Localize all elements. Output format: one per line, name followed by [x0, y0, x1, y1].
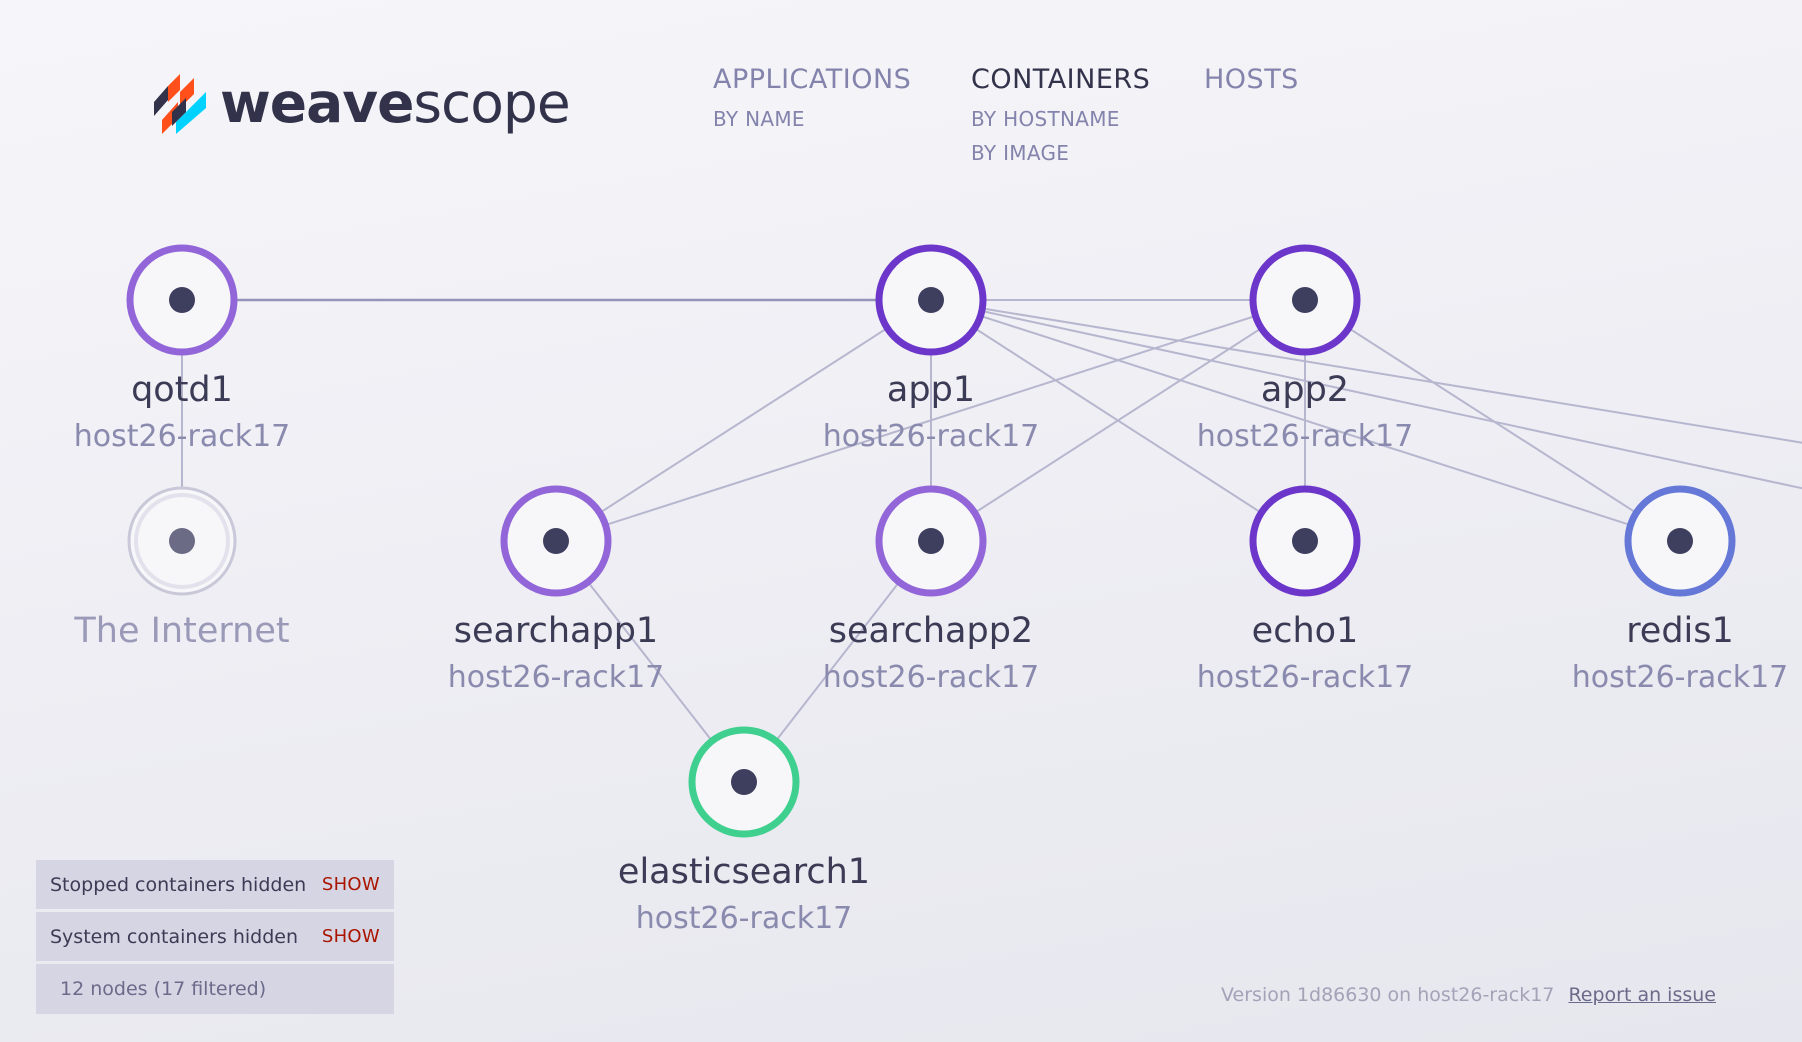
- topology-hosts: HOSTS: [1204, 62, 1299, 98]
- node-label-internet: The Internet: [73, 611, 289, 651]
- topology-applications-by-name[interactable]: BY NAME: [713, 107, 805, 131]
- node-sublabel-elasticsearch1: host26-rack17: [636, 901, 853, 936]
- edge-app2-searchapp2: [930, 299, 1306, 542]
- node-internet[interactable]: The Internet: [73, 486, 290, 651]
- edge-app1-searchapp1: [555, 299, 932, 542]
- node-dot-searchapp2: [918, 528, 944, 554]
- node-dot-elasticsearch1: [731, 769, 757, 795]
- node-dot-app2: [1292, 287, 1318, 313]
- node-label-elasticsearch1: elasticsearch1: [618, 852, 870, 892]
- node-sublabel-redis1: host26-rack17: [1572, 660, 1789, 695]
- node-label-qotd1: qotd1: [131, 370, 233, 410]
- node-dot-echo1: [1292, 528, 1318, 554]
- logo-light-text: scope: [413, 70, 570, 135]
- topology-containers-link[interactable]: CONTAINERS: [971, 64, 1151, 95]
- graph-edges: [181, 298, 1802, 783]
- node-label-searchapp1: searchapp1: [454, 611, 658, 651]
- status-panel: Stopped containers hidden SHOW System co…: [36, 860, 394, 1014]
- logo-bold-text: weave: [220, 70, 414, 135]
- node-redis1[interactable]: redis1 host26-rack17: [1572, 485, 1789, 695]
- topology-containers-by-image[interactable]: BY IMAGE: [971, 141, 1070, 165]
- system-containers-row: System containers hidden SHOW: [36, 912, 394, 961]
- node-qotd1[interactable]: qotd1 host26-rack17: [74, 244, 291, 454]
- weavescope-logo[interactable]: weavescope: [146, 68, 571, 138]
- logo-wordmark: weavescope: [220, 75, 571, 131]
- node-dot-redis1: [1667, 528, 1693, 554]
- node-label-searchapp2: searchapp2: [829, 611, 1033, 651]
- node-app1[interactable]: app1 host26-rack17: [823, 244, 1040, 454]
- graph-nodes: qotd1 host26-rack17 app1 host26-rack17 app2 h…: [73, 244, 1789, 936]
- topology-applications: APPLICATIONS BY NAME: [713, 62, 911, 132]
- node-dot-qotd1: [169, 287, 195, 313]
- node-dot-searchapp1: [543, 528, 569, 554]
- edge-app2-searchapp1: [555, 299, 1306, 542]
- node-echo1[interactable]: echo1 host26-rack17: [1197, 485, 1414, 695]
- node-sublabel-app1: host26-rack17: [823, 419, 1040, 454]
- node-elasticsearch1[interactable]: elasticsearch1 host26-rack17: [618, 726, 870, 936]
- weave-logo-icon: [154, 74, 206, 134]
- show-stopped-button[interactable]: SHOW: [321, 874, 380, 895]
- show-system-button[interactable]: SHOW: [321, 926, 380, 947]
- node-searchapp1[interactable]: searchapp1 host26-rack17: [448, 485, 665, 695]
- node-sublabel-echo1: host26-rack17: [1197, 660, 1414, 695]
- topology-containers: CONTAINERS BY HOSTNAME BY IMAGE: [971, 62, 1150, 166]
- node-sublabel-app2: host26-rack17: [1197, 419, 1414, 454]
- edge-app1-offscreen-b: [930, 299, 1802, 490]
- node-label-redis1: redis1: [1626, 611, 1734, 651]
- topology-applications-link[interactable]: APPLICATIONS: [713, 64, 912, 95]
- topology-containers-by-hostname[interactable]: BY HOSTNAME: [971, 107, 1120, 131]
- node-dot-app1: [918, 287, 944, 313]
- node-count: 12 nodes (17 filtered): [36, 964, 394, 1014]
- node-searchapp2[interactable]: searchapp2 host26-rack17: [823, 485, 1040, 695]
- node-label-echo1: echo1: [1252, 611, 1359, 651]
- node-app2[interactable]: app2 host26-rack17: [1197, 244, 1414, 454]
- node-dot-internet: [169, 528, 195, 554]
- node-label-app1: app1: [887, 370, 975, 410]
- stopped-containers-row: Stopped containers hidden SHOW: [36, 860, 394, 909]
- node-sublabel-qotd1: host26-rack17: [74, 419, 291, 454]
- node-sublabel-searchapp1: host26-rack17: [448, 660, 665, 695]
- version-text: Version 1d86630 on host26-rack17: [1221, 984, 1555, 1006]
- node-sublabel-searchapp2: host26-rack17: [823, 660, 1040, 695]
- report-issue-link[interactable]: Report an issue: [1568, 984, 1716, 1006]
- stopped-containers-text: Stopped containers hidden: [50, 873, 307, 896]
- topology-hosts-link[interactable]: HOSTS: [1204, 64, 1299, 95]
- edge-app1-offscreen-a: [930, 299, 1802, 444]
- system-containers-text: System containers hidden: [50, 925, 299, 948]
- node-inner-ring-internet: [134, 493, 230, 589]
- edge-app2-redis1: [1304, 299, 1681, 542]
- footer: Version 1d86630 on host26-rack17 Report …: [1221, 984, 1716, 1006]
- node-label-app2: app2: [1261, 370, 1349, 410]
